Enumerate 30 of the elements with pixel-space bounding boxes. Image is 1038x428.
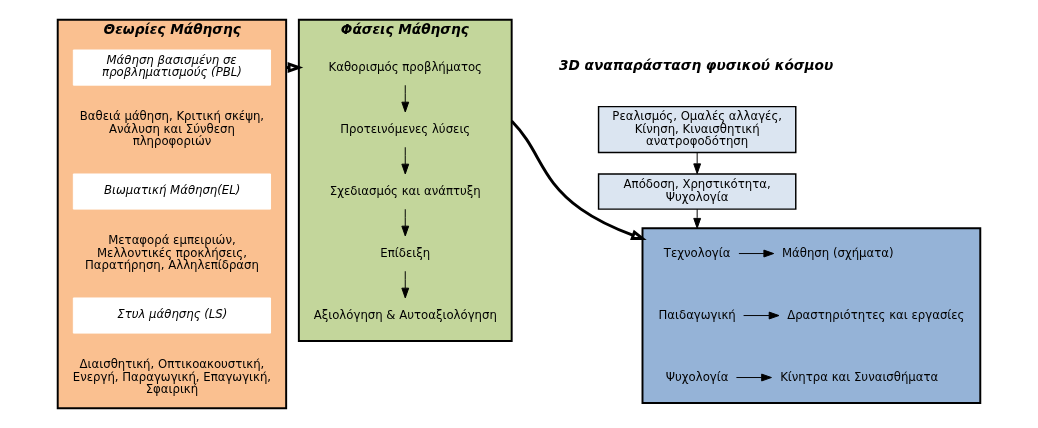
node-text: Τεχνολογία <box>663 245 731 260</box>
arrow <box>401 84 410 113</box>
node-box: Απόδοση, Χρηστικότητα, Ψυχολογία <box>597 173 797 210</box>
node-box: Στυλ μάθησης (LS) <box>72 297 272 334</box>
arrow <box>743 311 780 320</box>
arrow <box>401 146 410 175</box>
node-box: Ρεαλισμός, Ομαλές αλλαγές, Κίνηση, Κιναισθητική ανατροφοδότηση <box>597 105 797 154</box>
node-text: Βαθειά μάθηση, Κριτική σκέψη, Ανάλυση και Σύνθεση πληροφοριών <box>79 108 265 149</box>
cluster <box>641 227 982 404</box>
node-box: Μάθηση βασισμένη σε προβληματισμούς (PBL) <box>72 49 272 86</box>
node-text: Μάθηση (σχήματα) <box>781 245 894 260</box>
node-text: Σχεδιασμός και ανάπτυξη <box>329 183 481 198</box>
label: 3D αναπαράσταση φυσικού κόσμου <box>559 57 834 74</box>
node-text: Μεταφορά εμπειριών, Μελλοντικές προκλήσεις, Παρατήρηση, Αλληλεπίδραση <box>84 232 259 273</box>
arrow <box>735 373 772 382</box>
node-text: Επίδειξη <box>380 245 431 260</box>
arrow <box>401 208 410 237</box>
node-text: Ψυχολογία <box>665 369 729 384</box>
node-text: Παιδαγωγική <box>658 307 736 322</box>
node-text: Διαισθητική, Οπτικοακουστική, Ενεργή, Παραγωγική, Επαγωγική, Σφαιρική <box>72 356 272 397</box>
node-text: Αξιολόγηση & Αυτοαξιολόγηση <box>313 307 497 322</box>
node-text: Κίνητρα και Συναισθήματα <box>780 369 939 384</box>
arrow <box>693 152 702 175</box>
node-text: Καθορισμός προβλήματος <box>328 59 482 74</box>
arrow <box>510 119 647 240</box>
node-text: Προτεινόμενες λύσεις <box>340 121 471 136</box>
node-box: Βιωματική Μάθηση(EL) <box>72 173 272 210</box>
node-text: Δραστηριότητες και εργασίες <box>787 307 965 322</box>
arrow <box>738 249 775 258</box>
arrow <box>401 270 410 299</box>
